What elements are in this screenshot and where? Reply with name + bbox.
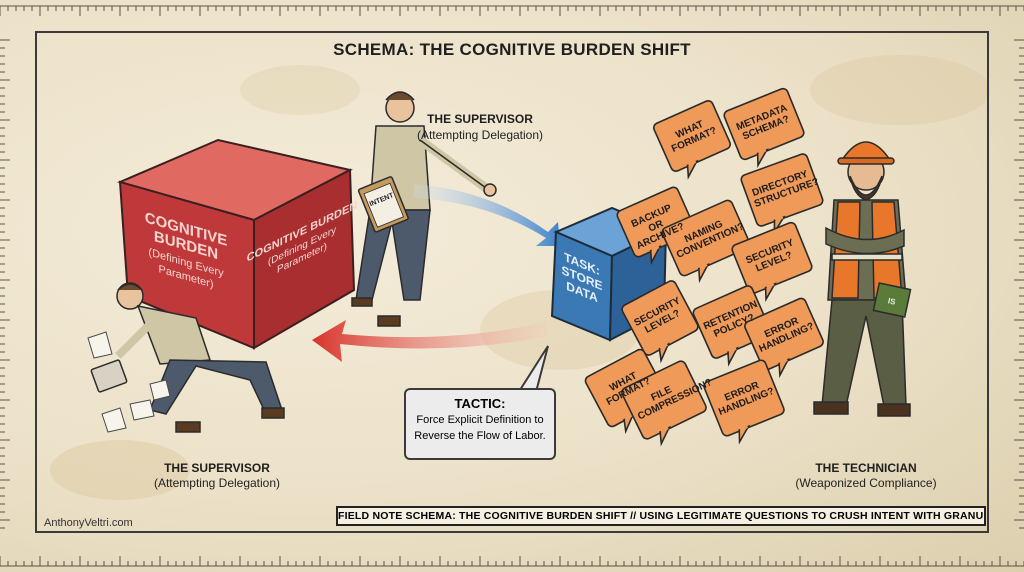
delegation-arrow xyxy=(414,184,560,246)
technician-subtitle: (Weaponized Compliance) xyxy=(795,476,937,490)
diagram-title: SCHEMA: THE COGNITIVE BURDEN SHIFT xyxy=(333,40,691,59)
supervisor-bottom-figure xyxy=(90,282,285,433)
question-bubble xyxy=(621,280,699,364)
paper-sheet-icon xyxy=(87,331,171,433)
question-bubble xyxy=(621,360,707,447)
supervisor-bottom-subtitle: (Attempting Delegation) xyxy=(153,476,281,490)
tactic-heading: TACTIC: xyxy=(454,396,506,411)
field-note-banner: FIELD NOTE SCHEMA: THE COGNITIVE BURDEN … xyxy=(336,506,986,526)
question-bubble xyxy=(723,87,805,169)
technician-title: THE TECHNICIAN xyxy=(815,461,917,475)
ruler-left xyxy=(0,39,10,529)
question-bubble xyxy=(731,221,813,303)
supervisor-bottom-title: THE SUPERVISOR xyxy=(164,461,270,475)
tactic-line-1: Force Explicit Definition to xyxy=(416,414,544,426)
question-bubble xyxy=(703,359,785,445)
question-bubble xyxy=(661,199,751,284)
tactic-line-2: Reverse the Flow of Labor. xyxy=(414,430,546,442)
tactic-callout: TACTIC: Force Explicit Definition to Rev… xyxy=(404,388,556,460)
ruler-right xyxy=(1014,39,1024,529)
question-bubbles xyxy=(584,87,824,447)
ruler-bottom xyxy=(0,556,1024,567)
supervisor-top-title: THE SUPERVISOR xyxy=(427,112,533,126)
burden-return-arrow xyxy=(312,320,548,362)
cognitive-burden-cube xyxy=(117,138,356,350)
ruler-top xyxy=(0,5,1024,16)
question-bubble xyxy=(744,297,824,379)
supervisor-top-subtitle: (Attempting Delegation) xyxy=(416,128,544,142)
book-icon: IS xyxy=(872,282,912,318)
frame-border xyxy=(35,31,989,533)
question-bubble xyxy=(652,100,732,180)
technician-figure xyxy=(813,141,911,417)
clipboard-icon: INTENT xyxy=(357,176,409,233)
book-label: IS xyxy=(887,296,897,307)
site-credit: AnthonyVeltri.com xyxy=(44,517,133,529)
